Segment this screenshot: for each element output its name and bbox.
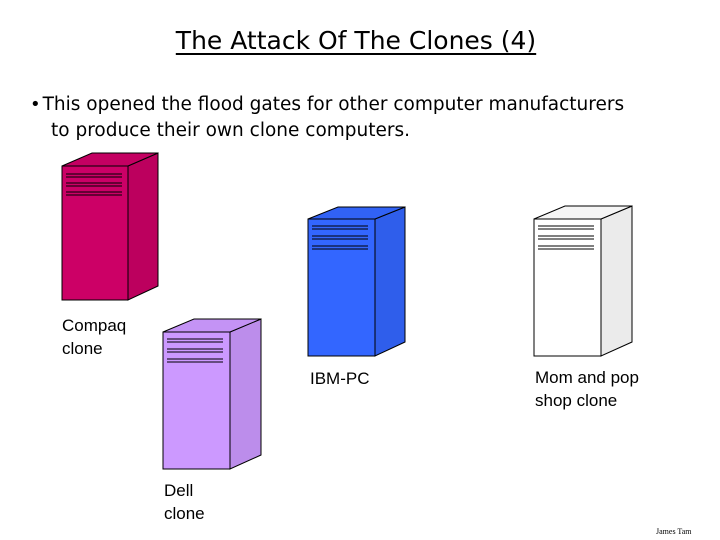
slide-title: The Attack Of The Clones (4) [175, 26, 537, 55]
mom-and-pop-label: Mom and pop shop clone [535, 368, 639, 410]
dell-tower-icon [162, 318, 262, 470]
mom-and-pop-tower-icon [533, 205, 633, 357]
compaq-label: Compaq clone [62, 316, 127, 358]
ibm-pc-tower-icon [307, 206, 406, 357]
ibm-pc-label: IBM-PC [310, 369, 370, 388]
bullet-point: •This opened the flood gates for other c… [30, 92, 690, 144]
dell-label: Dell clone [164, 481, 205, 523]
compaq-tower-icon [61, 152, 159, 301]
bullet-icon: • [30, 94, 41, 115]
bullet-text-line-2: to produce their own clone computers. [51, 120, 411, 141]
author-credit: James Tam [656, 527, 692, 536]
bullet-text-line-1: This opened the flood gates for other co… [42, 94, 625, 115]
